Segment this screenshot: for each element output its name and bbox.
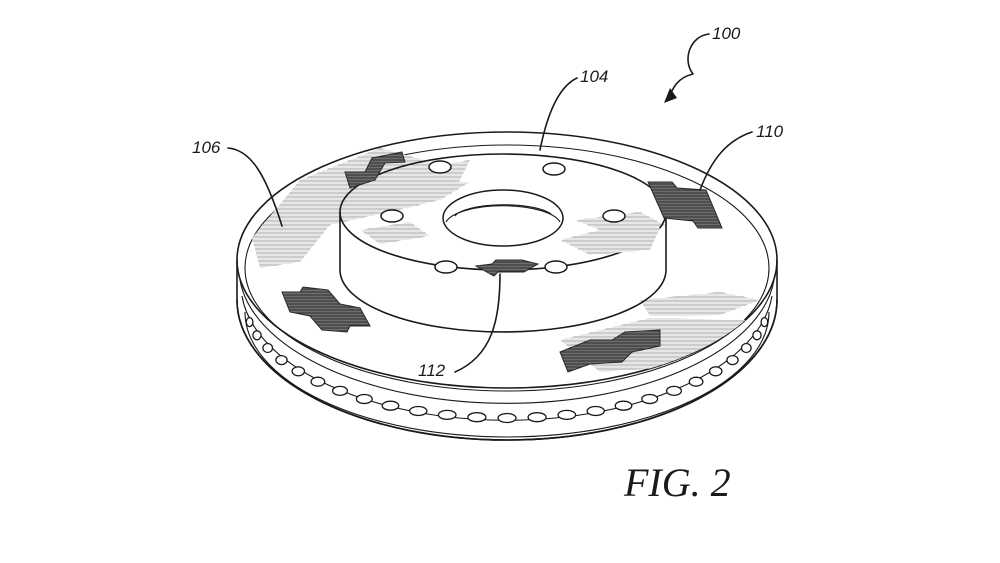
- vent-slot: [689, 377, 703, 386]
- vent-slot: [292, 367, 304, 376]
- lug-hole: [603, 210, 625, 222]
- vent-slot: [528, 413, 546, 422]
- vent-slot: [742, 344, 752, 353]
- ref-label-hub: 104: [580, 67, 608, 86]
- ref-label-rotor-face: 106: [192, 138, 221, 157]
- vent-slot: [710, 367, 722, 376]
- figure-caption: FIG. 2: [623, 460, 731, 505]
- leader-110: [700, 132, 752, 190]
- arrowhead-100: [664, 88, 677, 103]
- vent-slot: [587, 407, 604, 416]
- vent-slot: [642, 395, 658, 404]
- vent-slot: [410, 407, 427, 416]
- lug-hole: [543, 163, 565, 175]
- vent-slot: [276, 356, 287, 365]
- vent-slot: [761, 318, 768, 327]
- vent-slot: [468, 413, 486, 422]
- lug-hole: [545, 261, 567, 273]
- ref-label-emblem: 110: [756, 122, 784, 141]
- vent-slot: [356, 395, 372, 404]
- ref-label-center-emblem: 112: [418, 361, 446, 380]
- vent-slot: [498, 414, 516, 423]
- vent-slot: [246, 318, 253, 327]
- vent-slot: [253, 331, 261, 340]
- vent-slot: [727, 356, 738, 365]
- leader-100: [668, 34, 709, 100]
- vent-slot: [558, 410, 576, 419]
- lug-hole: [381, 210, 403, 222]
- leader-112: [455, 274, 500, 372]
- emblem-center: [476, 260, 538, 276]
- lug-hole: [435, 261, 457, 273]
- vent-slot: [263, 344, 273, 353]
- vent-slot: [311, 377, 325, 386]
- vent-slot: [753, 331, 761, 340]
- vent-slot: [667, 386, 682, 395]
- vent-slot: [382, 401, 399, 410]
- vent-slot: [615, 401, 632, 410]
- ref-label-assembly: 100: [712, 24, 741, 43]
- vent-slot: [333, 386, 348, 395]
- center-bore: [443, 190, 563, 246]
- emblem-left: [282, 287, 370, 332]
- leader-104: [540, 78, 577, 150]
- lug-hole: [429, 161, 451, 173]
- emblem-right: [648, 182, 722, 228]
- vent-slot: [438, 410, 456, 419]
